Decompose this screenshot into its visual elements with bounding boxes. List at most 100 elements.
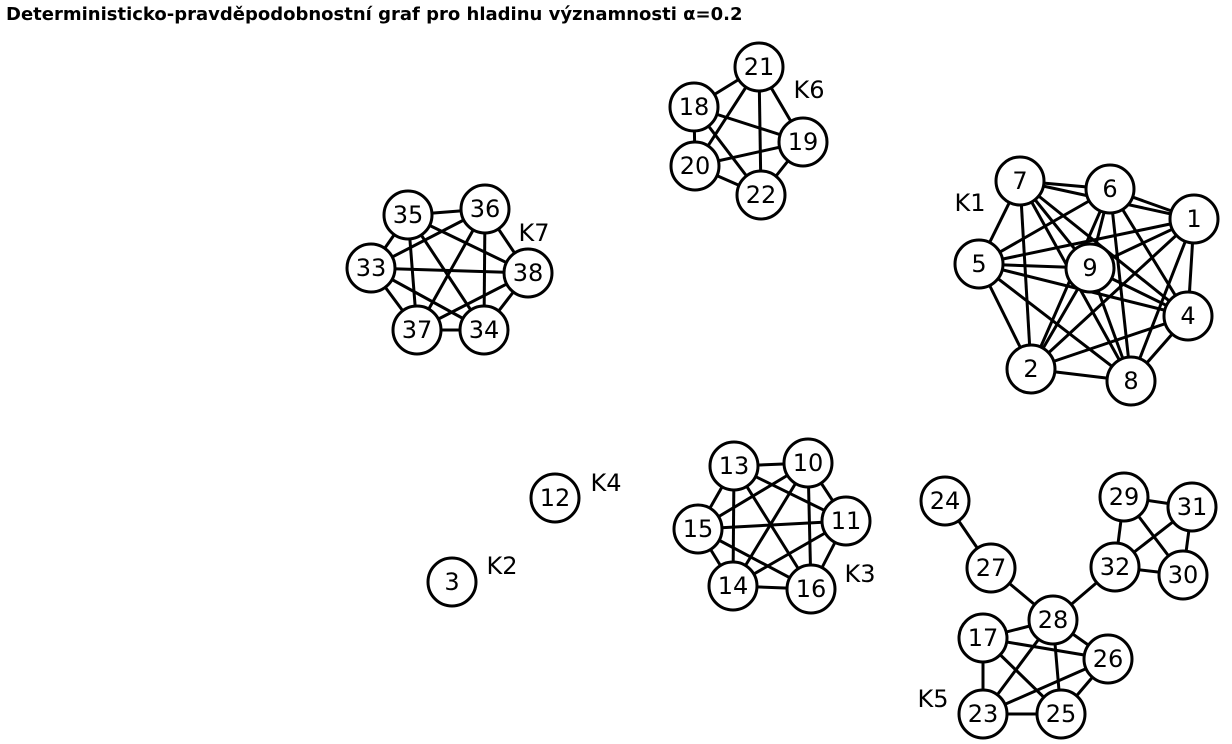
node-24: 24 (919, 475, 971, 527)
node-circle-18 (668, 81, 720, 133)
node-38: 38 (502, 247, 554, 299)
cluster-label-k2: K2 (486, 552, 517, 580)
node-15: 15 (672, 503, 724, 555)
node-8: 8 (1105, 355, 1157, 407)
node-9: 9 (1064, 242, 1116, 294)
node-label-36: 36 (470, 195, 501, 223)
node-label-19: 19 (788, 128, 819, 156)
node-19: 19 (777, 116, 829, 168)
edge-33-38 (370, 266, 529, 275)
node-36: 36 (459, 183, 511, 235)
node-label-25: 25 (1046, 700, 1077, 728)
node-circle-35 (382, 189, 434, 241)
node-circle-4 (1162, 290, 1214, 342)
node-1: 1 (1168, 193, 1220, 245)
node-circle-19 (777, 116, 829, 168)
node-label-26: 26 (1093, 645, 1124, 673)
node-circle-37 (391, 304, 443, 356)
node-circle-25 (1035, 688, 1087, 740)
node-circle-15 (672, 503, 724, 555)
node-circle-7 (994, 155, 1046, 207)
node-17: 17 (957, 612, 1009, 664)
node-2: 2 (1005, 343, 1057, 395)
chart-title: Deterministicko-pravděpodobnostní graf p… (6, 4, 743, 25)
edge-5-8 (978, 262, 1132, 383)
node-circle-36 (459, 183, 511, 235)
node-13: 13 (708, 440, 760, 492)
node-label-24: 24 (930, 487, 961, 515)
node-circle-23 (957, 688, 1009, 740)
cluster-label-k1: K1 (954, 189, 985, 217)
node-label-27: 27 (976, 554, 1007, 582)
node-circle-16 (785, 563, 837, 615)
node-5: 5 (953, 238, 1005, 290)
node-22: 22 (735, 169, 787, 221)
node-circle-33 (345, 242, 397, 294)
node-37: 37 (391, 304, 443, 356)
node-30: 30 (1157, 549, 1209, 601)
node-label-31: 31 (1177, 493, 1208, 521)
node-25: 25 (1035, 688, 1087, 740)
node-circle-27 (965, 542, 1017, 594)
edge-1-5 (978, 217, 1195, 266)
node-circle-9 (1064, 242, 1116, 294)
node-label-1: 1 (1186, 205, 1201, 233)
node-label-28: 28 (1038, 606, 1069, 634)
node-label-15: 15 (683, 515, 714, 543)
node-7: 7 (994, 155, 1046, 207)
node-label-22: 22 (746, 181, 777, 209)
node-35: 35 (382, 189, 434, 241)
cluster-label-k3: K3 (844, 560, 875, 588)
node-32: 32 (1089, 541, 1141, 593)
node-circle-29 (1098, 471, 1150, 523)
node-circle-32 (1089, 541, 1141, 593)
node-label-7: 7 (1012, 167, 1027, 195)
node-circle-30 (1157, 549, 1209, 601)
cluster-label-k5: K5 (917, 685, 948, 713)
node-14: 14 (707, 560, 759, 612)
node-circle-24 (919, 475, 971, 527)
node-circle-21 (733, 41, 785, 93)
node-29: 29 (1098, 471, 1150, 523)
edge-1-8 (1129, 218, 1196, 382)
node-23: 23 (957, 688, 1009, 740)
node-label-6: 6 (1102, 175, 1117, 203)
node-28: 28 (1027, 594, 1079, 646)
node-circle-34 (458, 304, 510, 356)
node-circle-31 (1166, 481, 1218, 533)
edge-1-2 (1029, 217, 1196, 371)
node-34: 34 (458, 304, 510, 356)
node-label-32: 32 (1100, 553, 1131, 581)
node-27: 27 (965, 542, 1017, 594)
node-label-10: 10 (793, 449, 824, 477)
node-21: 21 (733, 41, 785, 93)
node-circle-10 (782, 437, 834, 489)
node-label-8: 8 (1123, 367, 1138, 395)
node-label-29: 29 (1109, 483, 1140, 511)
node-label-30: 30 (1168, 561, 1199, 589)
node-circle-6 (1084, 163, 1136, 215)
node-label-34: 34 (469, 316, 500, 344)
node-circle-22 (735, 169, 787, 221)
node-label-12: 12 (540, 484, 571, 512)
node-label-3: 3 (444, 568, 459, 596)
node-layer: 1234567891011121314151617181920212223242… (345, 41, 1220, 740)
cluster-label-k6: K6 (793, 76, 824, 104)
node-circle-2 (1005, 343, 1057, 395)
node-circle-20 (669, 140, 721, 192)
node-label-13: 13 (719, 452, 750, 480)
node-circle-17 (957, 612, 1009, 664)
node-circle-1 (1168, 193, 1220, 245)
node-label-9: 9 (1082, 254, 1097, 282)
node-label-18: 18 (679, 93, 710, 121)
node-label-5: 5 (971, 250, 986, 278)
node-10: 10 (782, 437, 834, 489)
node-label-35: 35 (393, 201, 424, 229)
node-circle-28 (1027, 594, 1079, 646)
node-label-11: 11 (831, 507, 862, 535)
node-label-23: 23 (968, 700, 999, 728)
node-circle-14 (707, 560, 759, 612)
node-6: 6 (1084, 163, 1136, 215)
